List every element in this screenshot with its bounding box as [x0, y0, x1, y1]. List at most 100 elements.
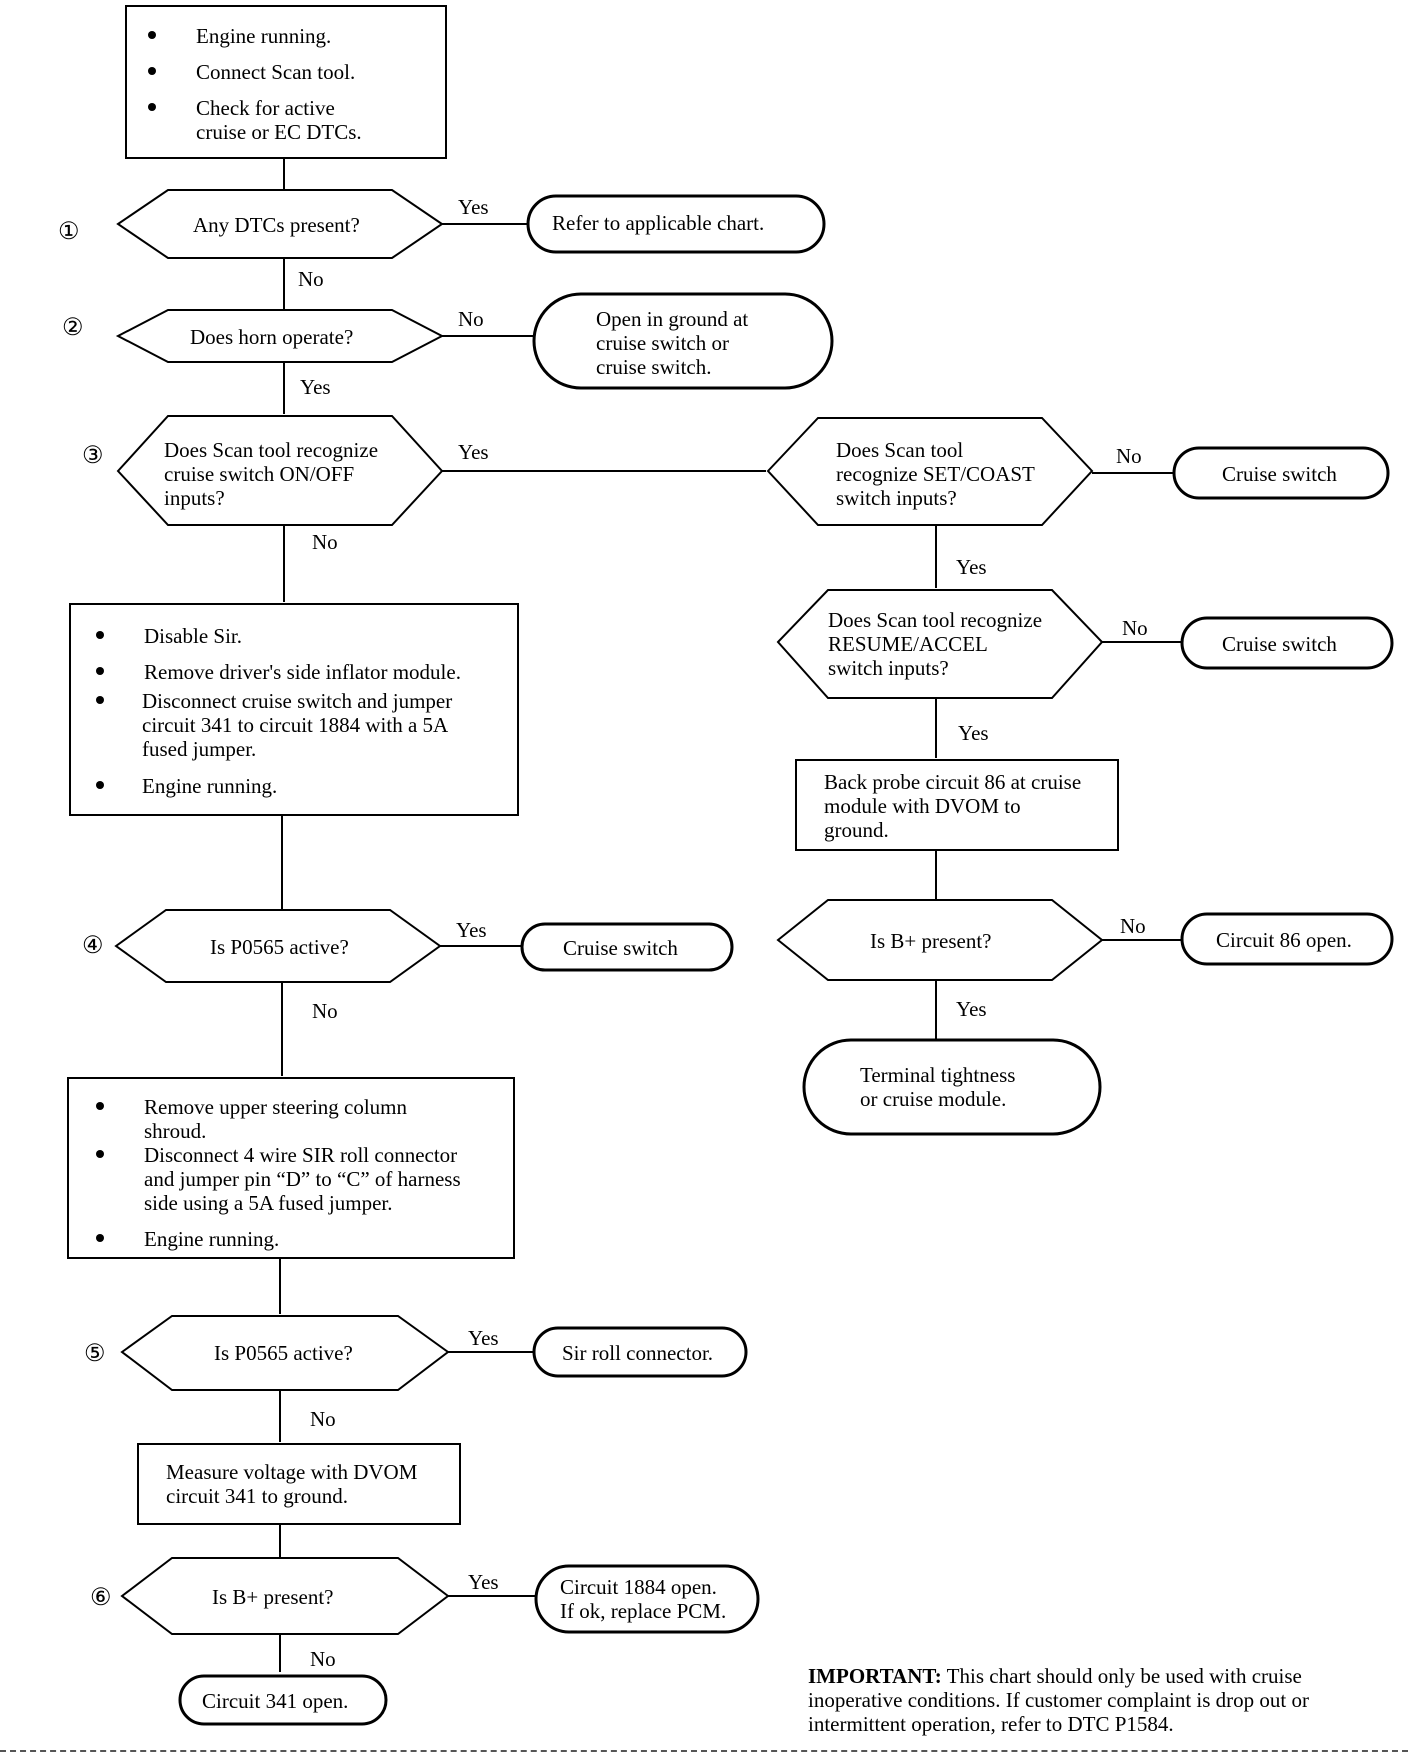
decision-text: Is B+ present?	[212, 1585, 333, 1609]
step-number-1: ①	[58, 219, 80, 245]
terminal-text: Circuit 341 open.	[202, 1689, 348, 1713]
label-no: No	[1122, 616, 1148, 640]
box-line: Back probe circuit 86 at cruise	[824, 770, 1081, 794]
decision-text: Is B+ present?	[870, 929, 991, 953]
label-yes: Yes	[300, 375, 331, 399]
decision-text: switch inputs?	[828, 656, 949, 680]
start-step-box: Engine running. Connect Scan tool. Check…	[125, 5, 447, 159]
label-no: No	[458, 307, 484, 331]
decision-b-plus-present-right: Is B+ present?	[776, 899, 1104, 981]
label-no: No	[310, 1407, 336, 1431]
terminal-text: or cruise module.	[860, 1087, 1006, 1111]
decision-text: Is P0565 active?	[214, 1341, 353, 1365]
decision-horn-operate: Does horn operate?	[115, 309, 445, 363]
decision-resume-accel-inputs: Does Scan tool recognize RESUME/ACCEL sw…	[776, 589, 1104, 699]
step-number-3: ③	[82, 443, 104, 469]
box-line: Engine running.	[142, 774, 277, 798]
terminal-text: Cruise switch	[563, 936, 678, 960]
label-no: No	[312, 999, 338, 1023]
bottom-divider	[0, 1750, 1408, 1752]
important-text: This chart should only be used with crui…	[808, 1664, 1309, 1736]
step-number-5: ⑤	[84, 1341, 106, 1367]
bullet-icon	[148, 31, 156, 39]
terminal-text: Circuit 1884 open.	[560, 1575, 717, 1599]
terminal-text: Cruise switch	[1222, 632, 1337, 656]
start-box-line: Check for active	[196, 96, 335, 120]
decision-text: Does Scan tool recognize	[164, 438, 378, 462]
box-line: Engine running.	[144, 1227, 279, 1251]
label-yes: Yes	[956, 997, 987, 1021]
decision-text: inputs?	[164, 486, 225, 510]
edge-labels: Yes No No Yes Yes No Yes No Yes No Yes N…	[298, 195, 1148, 1671]
label-yes: Yes	[468, 1326, 499, 1350]
box-line: fused jumper.	[142, 737, 256, 761]
box-line: Measure voltage with DVOM	[166, 1460, 418, 1484]
step-number-2: ②	[62, 315, 84, 341]
box-line: Disconnect 4 wire SIR roll connector	[144, 1143, 457, 1167]
box-line: side using a 5A fused jumper.	[144, 1191, 392, 1215]
terminal-open-ground: Open in ground at cruise switch or cruis…	[532, 292, 834, 390]
label-no: No	[310, 1647, 336, 1671]
box-line: shroud.	[144, 1119, 206, 1143]
label-yes: Yes	[458, 440, 489, 464]
bullet-icon	[148, 67, 156, 75]
box-line: circuit 341 to ground.	[166, 1484, 348, 1508]
label-yes: Yes	[458, 195, 489, 219]
label-yes: Yes	[468, 1570, 499, 1594]
bullet-icon	[96, 631, 104, 639]
terminal-cruise-switch-left: Cruise switch	[520, 922, 734, 972]
decision-on-off-inputs: Does Scan tool recognize cruise switch O…	[116, 415, 444, 526]
step-number-4: ④	[82, 933, 104, 959]
decision-text: Does Scan tool	[836, 438, 963, 462]
box-line: Remove driver's side inflator module.	[144, 660, 461, 684]
label-no: No	[1116, 444, 1142, 468]
box-line: module with DVOM to	[824, 794, 1021, 818]
start-box-line: cruise or EC DTCs.	[196, 120, 362, 144]
box-line: Disconnect cruise switch and jumper	[142, 689, 452, 713]
terminal-text: Terminal tightness	[860, 1063, 1015, 1087]
terminal-text: Open in ground at	[596, 307, 748, 331]
box-remove-shroud: Remove upper steering column shroud. Dis…	[67, 1077, 515, 1259]
terminal-circuit-86: Circuit 86 open.	[1180, 912, 1394, 966]
decision-b-plus-present-left: Is B+ present?	[120, 1557, 450, 1635]
terminal-text: Circuit 86 open.	[1216, 928, 1352, 952]
decision-text: Does Scan tool recognize	[828, 608, 1042, 632]
box-disable-sir: Disable Sir. Remove driver's side inflat…	[69, 603, 519, 816]
bullet-icon	[96, 1234, 104, 1242]
decision-text: Does horn operate?	[190, 325, 353, 349]
bullet-icon	[96, 781, 104, 789]
label-no: No	[298, 267, 324, 291]
terminal-cruise-switch-resume: Cruise switch	[1180, 616, 1394, 670]
start-box-line: Connect Scan tool.	[196, 60, 355, 84]
decision-text: switch inputs?	[836, 486, 957, 510]
bullet-icon	[96, 1150, 104, 1158]
terminal-circuit-1884: Circuit 1884 open. If ok, replace PCM.	[534, 1564, 760, 1634]
box-back-probe: Back probe circuit 86 at cruise module w…	[795, 759, 1119, 851]
start-box-line: Engine running.	[196, 24, 331, 48]
box-line: Remove upper steering column	[144, 1095, 408, 1119]
label-no: No	[312, 530, 338, 554]
decision-text: cruise switch ON/OFF	[164, 462, 354, 486]
important-label: IMPORTANT:	[808, 1664, 942, 1688]
terminal-cruise-switch-set: Cruise switch	[1172, 446, 1390, 500]
label-yes: Yes	[456, 918, 487, 942]
connector-lines	[279, 158, 1182, 1672]
terminal-text: Refer to applicable chart.	[552, 211, 764, 235]
decision-text: recognize SET/COAST	[836, 462, 1035, 486]
box-line: circuit 341 to circuit 1884 with a 5A	[142, 713, 449, 737]
decision-text: Is P0565 active?	[210, 935, 349, 959]
bullet-icon	[96, 667, 104, 675]
terminal-text: Cruise switch	[1222, 462, 1337, 486]
decision-set-coast-inputs: Does Scan tool recognize SET/COAST switc…	[766, 417, 1094, 526]
terminal-text: cruise switch.	[596, 355, 711, 379]
important-note: IMPORTANT: This chart should only be use…	[808, 1664, 1398, 1736]
decision-text: Any DTCs present?	[193, 213, 360, 237]
label-no: No	[1120, 914, 1146, 938]
terminal-text: cruise switch or	[596, 331, 729, 355]
terminal-refer-chart: Refer to applicable chart.	[526, 194, 826, 254]
terminal-text: If ok, replace PCM.	[560, 1599, 726, 1623]
step-numbers: ① ② ③ ④ ⑤ ⑥	[58, 219, 112, 1611]
terminal-circuit-341: Circuit 341 open.	[178, 1674, 388, 1726]
bullet-icon	[96, 1102, 104, 1110]
